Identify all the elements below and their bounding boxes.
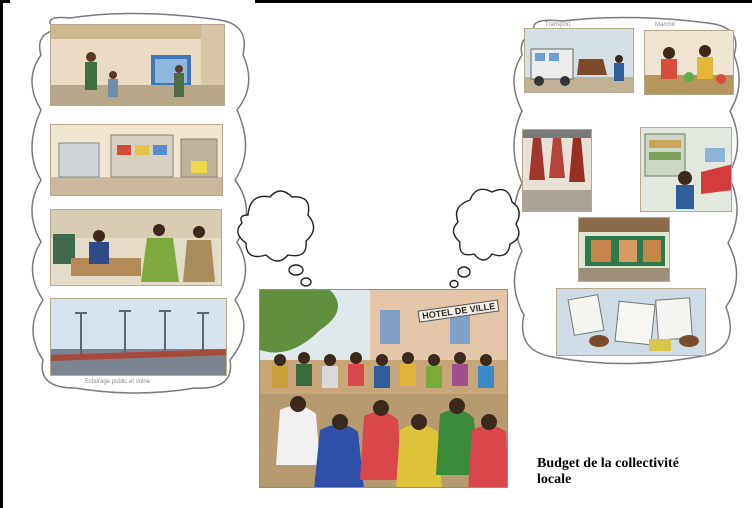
storefront-scene-illustration xyxy=(579,218,669,281)
construction-scene-panel xyxy=(50,24,225,106)
budget-caption: Budget de la collectivité locale xyxy=(537,456,752,488)
storefront-scene-panel xyxy=(578,217,670,282)
shop-stall-scene-illustration xyxy=(641,128,731,211)
right-caption-transport: Transport xyxy=(545,22,571,28)
right-thought-bubble xyxy=(513,16,740,365)
shop-stall-scene-panel xyxy=(640,127,732,212)
office-furniture-scene-panel xyxy=(50,124,223,196)
market-vendors-scene-panel xyxy=(644,30,734,95)
left-bubble-caption: Eclairage public et voirie xyxy=(85,379,151,385)
right-caption-market: Marché xyxy=(655,22,676,28)
cart-transport-scene-illustration xyxy=(525,29,633,92)
construction-scene-illustration xyxy=(51,25,224,105)
butcher-meat-scene-illustration xyxy=(523,130,591,211)
town-hall-council-meeting-illustration xyxy=(260,290,507,487)
frame-gap xyxy=(10,0,255,6)
street-lighting-scene-illustration xyxy=(51,299,226,375)
office-furniture-scene-illustration xyxy=(51,125,222,195)
office-desk-meeting-scene-illustration xyxy=(51,210,221,285)
cart-transport-scene-panel xyxy=(524,28,634,93)
caption-line1: Budget de la collectivité xyxy=(537,456,679,471)
documents-papers-scene-illustration xyxy=(557,289,705,355)
market-vendors-scene-illustration xyxy=(645,31,733,94)
town-hall-meeting-panel xyxy=(259,289,508,488)
caption-line2: locale xyxy=(537,472,572,487)
left-thought-puff xyxy=(237,190,318,296)
street-lighting-scene-panel xyxy=(50,298,227,376)
documents-papers-scene-panel xyxy=(556,288,706,356)
right-thought-puff xyxy=(444,188,520,297)
butcher-meat-scene-panel xyxy=(522,129,592,212)
office-desk-meeting-scene-panel xyxy=(50,209,222,286)
